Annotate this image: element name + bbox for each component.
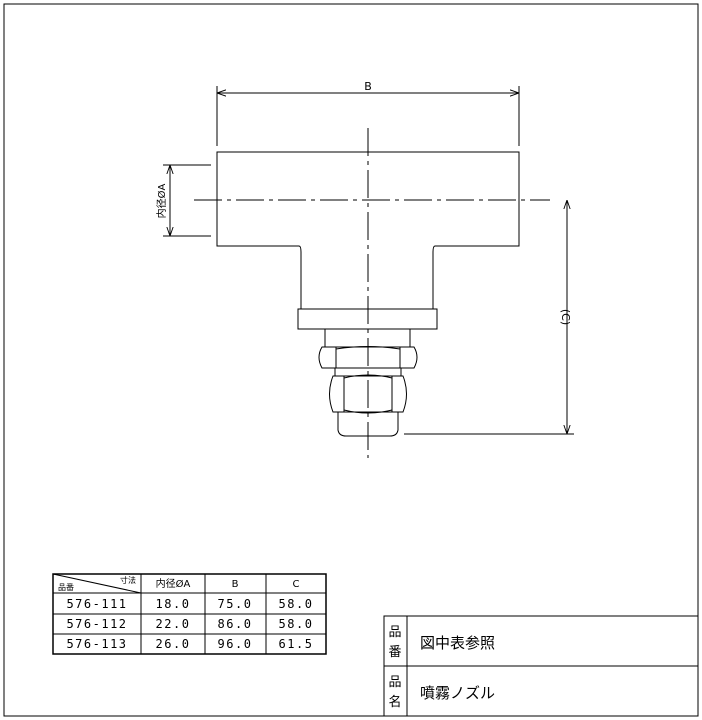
dimension-b bbox=[216, 86, 520, 146]
table-header-a: 内径ØA bbox=[156, 577, 191, 590]
table-corner-diagonal bbox=[52, 573, 142, 594]
table-cell-c: 58.0 bbox=[279, 617, 314, 631]
table-row: 576-112 22.0 86.0 58.0 bbox=[66, 617, 314, 631]
dimension-a bbox=[163, 164, 211, 237]
lower-hex-nut bbox=[329, 375, 407, 413]
dimension-b-label: B bbox=[364, 80, 372, 93]
table-cell-b: 86.0 bbox=[218, 617, 253, 631]
dimension-table: 品番 寸法 内径ØA B C 576-111 18.0 75.0 58.0 57… bbox=[52, 573, 327, 655]
table-cell-part: 576-113 bbox=[66, 637, 127, 651]
table-cell-a: 26.0 bbox=[156, 637, 191, 651]
table-row: 576-111 18.0 75.0 58.0 bbox=[66, 597, 314, 611]
part-number-label-top: 品 bbox=[388, 625, 401, 640]
part-number-value: 図中表参照 bbox=[420, 634, 495, 652]
inner-diameter-label: 内径ØA bbox=[155, 183, 168, 218]
table-cell-c: 58.0 bbox=[279, 597, 314, 611]
upper-hex-nut bbox=[318, 346, 418, 369]
center-lines bbox=[194, 128, 550, 458]
part-number-label-bottom: 番 bbox=[388, 645, 401, 660]
table-corner-dimension-label: 寸法 bbox=[120, 575, 136, 585]
table-cell-part: 576-112 bbox=[66, 617, 127, 631]
product-name-label-top: 品 bbox=[388, 675, 401, 690]
table-row: 576-113 26.0 96.0 61.5 bbox=[66, 637, 314, 651]
table-cell-a: 18.0 bbox=[156, 597, 191, 611]
sheet-border bbox=[3, 3, 699, 717]
title-block-border bbox=[383, 615, 698, 716]
product-name-value: 噴霧ノズル bbox=[420, 684, 495, 702]
table-cell-b: 75.0 bbox=[218, 597, 253, 611]
title-block: 品 番 図中表参照 品 名 噴霧ノズル bbox=[383, 615, 698, 716]
table-cell-c: 61.5 bbox=[279, 637, 314, 651]
product-name-label-bottom: 名 bbox=[388, 694, 401, 710]
table-cell-a: 22.0 bbox=[156, 617, 191, 631]
table-cell-b: 96.0 bbox=[218, 637, 253, 651]
table-header-b: B bbox=[232, 579, 239, 590]
table-cell-part: 576-111 bbox=[66, 597, 127, 611]
table-corner-part-label: 品番 bbox=[58, 582, 74, 592]
dimension-c-label: (C) bbox=[559, 309, 572, 325]
table-header-c: C bbox=[293, 579, 300, 590]
dimension-c bbox=[404, 200, 574, 435]
